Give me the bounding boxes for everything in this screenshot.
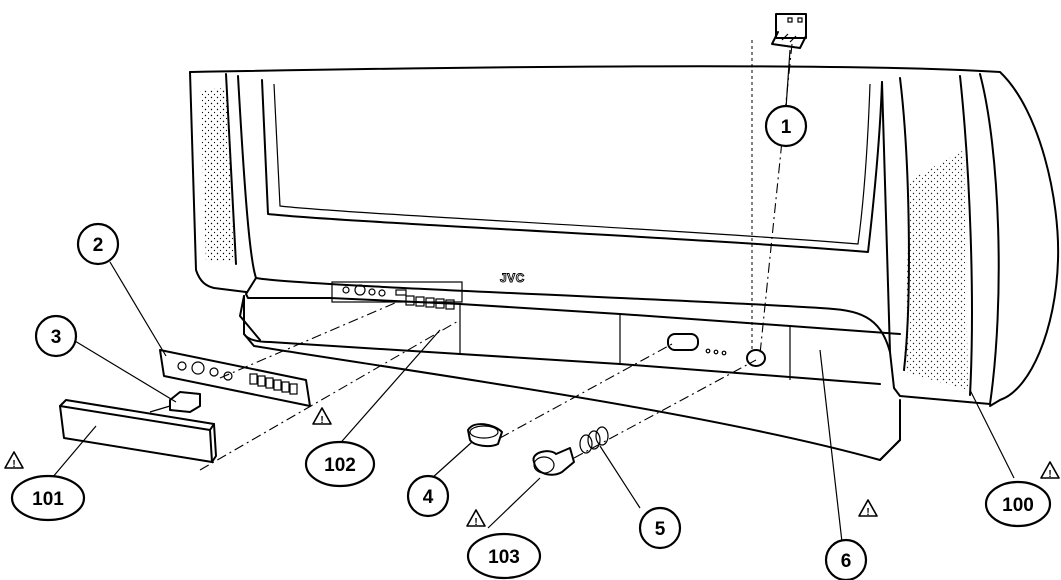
callout-103: 103! — [466, 509, 542, 580]
assembly-lines — [199, 40, 793, 471]
callout-circle — [304, 440, 376, 488]
warning-triangle-icon: ! — [4, 451, 24, 470]
callout-circle — [638, 506, 682, 550]
part-5-spring — [579, 426, 609, 454]
control-buttons-row — [405, 295, 455, 310]
callout-circle — [824, 538, 868, 580]
callout-label: 1 — [781, 117, 792, 138]
warning-mark: ! — [12, 459, 15, 470]
callout-101: 101! — [4, 451, 86, 522]
control-knob-1 — [342, 286, 350, 294]
right-bezel-inner — [881, 81, 891, 353]
led-dot-1 — [705, 348, 711, 354]
callout-label: 103 — [488, 547, 520, 568]
base-left-corner — [239, 295, 261, 341]
part-101-door-cover — [59, 399, 217, 463]
part-103-power-button — [532, 447, 575, 476]
callout-circle — [406, 474, 450, 518]
bezel-right-foot — [889, 351, 991, 405]
callout-100: 100! — [984, 461, 1060, 528]
warning-mark: ! — [320, 415, 323, 426]
screen-inner-edge — [273, 83, 871, 245]
warning-triangle-icon: ! — [1040, 461, 1060, 480]
front-indicator-window — [667, 333, 699, 351]
callout-6: 6! — [824, 499, 878, 580]
warning-mark: ! — [474, 517, 477, 528]
callout-circle — [984, 480, 1052, 528]
bezel-left-foot — [245, 277, 331, 299]
callout-label: 101 — [32, 489, 64, 510]
right-bezel-line-b — [959, 75, 973, 396]
callout-label: 5 — [655, 519, 666, 540]
part-1-bracket — [771, 13, 807, 49]
callout-label: 6 — [841, 551, 852, 572]
base-right-corner — [879, 399, 901, 461]
control-knob-4 — [378, 289, 386, 297]
callout-circle — [764, 104, 808, 148]
part-3-connector — [149, 391, 201, 413]
cabinet-top-edge — [189, 65, 1060, 261]
callout-label: 2 — [93, 235, 104, 256]
warning-triangle-icon: ! — [858, 499, 878, 518]
tv-cabinet: JVC — [189, 65, 1060, 461]
led-dot-2 — [713, 349, 719, 355]
callout-102: 102! — [304, 407, 376, 488]
control-knob-3 — [368, 288, 376, 296]
right-speaker-grille — [904, 150, 968, 390]
warning-mark: ! — [866, 507, 869, 518]
control-knob-2 — [354, 284, 366, 296]
base-bottom-edge — [243, 333, 901, 461]
warning-triangle-icon: ! — [466, 509, 486, 528]
warning-mark: ! — [1048, 469, 1051, 480]
callout-label: 100 — [1002, 495, 1034, 516]
cabinet-left-side — [189, 71, 247, 293]
left-inner-edge — [225, 73, 237, 265]
brand-logo: JVC — [500, 271, 525, 285]
part-4-knob-cap — [467, 423, 503, 448]
cabinet-right-edge — [989, 259, 1059, 407]
warning-triangle-icon: ! — [312, 407, 332, 426]
callout-circle — [76, 222, 120, 266]
callout-label: 102 — [324, 455, 356, 476]
callout-2: 2 — [76, 222, 120, 266]
right-side-edge — [979, 73, 1000, 405]
screen-glass — [261, 79, 883, 253]
callout-circle — [466, 532, 542, 580]
front-panel-bottom — [243, 295, 881, 385]
callout-1: 1 — [764, 104, 808, 148]
power-button-socket — [746, 349, 766, 367]
callout-4: 4 — [406, 474, 450, 518]
callout-circle — [34, 314, 78, 358]
callout-circle — [10, 474, 86, 522]
left-speaker-grille — [200, 88, 234, 262]
leader-lines — [51, 49, 1015, 543]
callout-label: 3 — [51, 327, 62, 348]
control-panel-recess — [331, 281, 463, 303]
control-panel-latch — [395, 289, 407, 296]
callout-label: 4 — [423, 487, 434, 508]
callout-3: 3 — [34, 314, 78, 358]
bezel-lower-edge — [237, 75, 891, 353]
callout-5: 5 — [638, 506, 682, 550]
led-dot-3 — [721, 350, 727, 356]
